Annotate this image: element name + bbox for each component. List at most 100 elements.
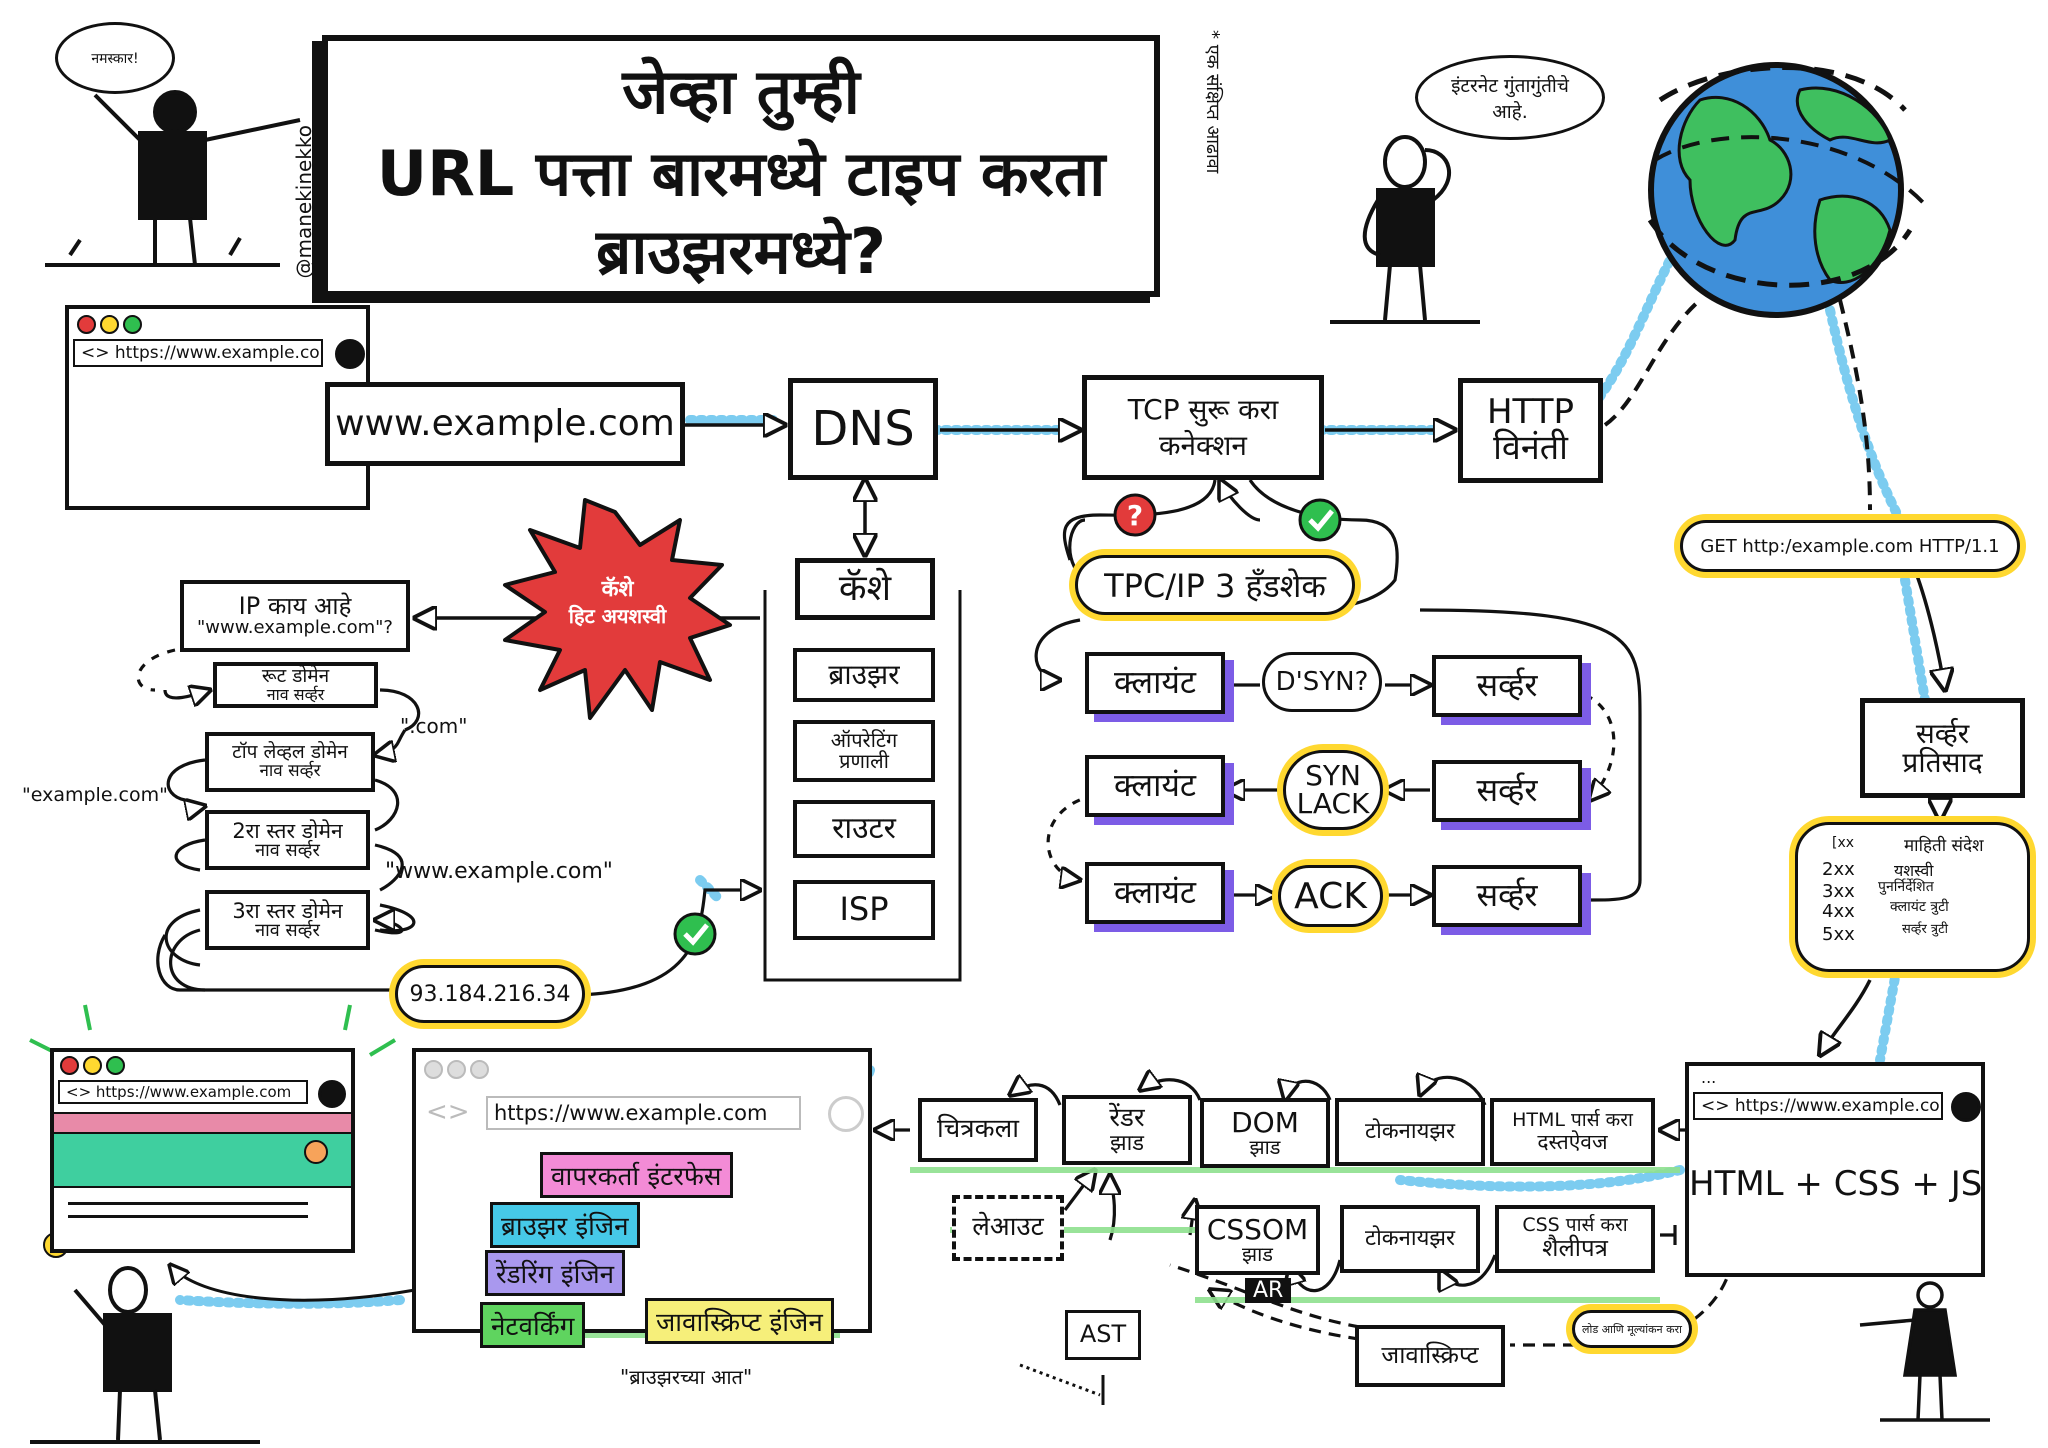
parse-css-box: CSS पार्स करा शैलीपत्र [1495,1205,1655,1273]
cache-miss-burst [503,498,732,720]
server-box-2: सर्व्हर [1432,760,1582,822]
cache-miss-text-1: कॅशे [601,577,634,602]
cssom-tree-box: CSSOM झाड [1195,1205,1320,1275]
http-request-box: HTTP विनंती [1458,378,1603,483]
rendered-text-lines [68,1202,308,1218]
ast-sign: AST [1065,1310,1141,1360]
ip-address-cloud: 93.184.216.34 [395,965,585,1023]
dns-label: DNS [811,400,915,457]
tcp-connection-box: TCP सुरू करा कनेक्शन [1082,375,1324,480]
cache-title: कॅशे [838,568,892,610]
title-line-1: जेव्हा तुम्ही [622,55,860,128]
ack-cloud: ACK [1278,865,1383,927]
load-eval-cloud: लोड आणि मूल्यांकन करा [1572,1310,1692,1348]
dns-box: DNS [788,378,938,480]
rendered-window-controls [60,1056,129,1079]
http-line-1: HTTP [1486,391,1574,432]
server-response-line-1: सर्व्हर [1915,716,1970,750]
http-line-2: विनंती [1493,427,1568,468]
synack-line-2: LACK [1296,787,1370,820]
author-handle: @manekinekko [292,125,316,279]
third-ns-line-1: 3रा स्तर डोमेन [232,898,343,923]
rendered-hero-image [54,1134,351,1188]
check-icon [673,912,717,956]
response-avatar-icon [1951,1092,1981,1122]
cache-item-router-label: राउटर [832,811,896,847]
render-line-1: रेंडर [1109,1102,1145,1133]
close-dot-icon [60,1056,79,1075]
stick-figure-thinking [1330,135,1480,324]
com-label: ".com" [400,714,468,738]
question-icon: ? [1113,493,1157,537]
ip-question-line-2: "www.example.com"? [197,617,393,639]
root-ns-box: रूट डोमेन नाव सर्व्हर [213,662,378,708]
cache-title-box: कॅशे [795,558,935,620]
tokenizer-label-2: टोकनायझर [1365,1226,1455,1252]
server-box-1: सर्व्हर [1432,655,1582,717]
rendered-address-bar[interactable]: <> https://www.example.com [58,1080,308,1104]
tcp-line-2: कनेक्शन [1159,428,1247,462]
paint-box: चित्रकला [918,1098,1038,1162]
second-ns-line-2: नाव सर्व्हर [255,839,320,861]
parse-html-line-2: दस्तऐवज [1537,1129,1608,1154]
client-box-3: क्लायंट [1085,862,1225,924]
status-meaning-2xx: यशस्वी [1894,861,1934,880]
rendering-engine-layer: रेंडरिंग इंजिन [485,1250,626,1296]
cache-item-isp: ISP [793,880,935,940]
layout-label: लेआउट [972,1212,1044,1243]
cache-item-browser-label: ब्राउझर [828,658,900,692]
parse-html-box: HTML पार्स करा दस्तऐवज [1490,1098,1655,1166]
typed-url-text: www.example.com [335,403,675,445]
cssom-line-1: CSSOM [1206,1212,1309,1246]
third-ns-line-2: नाव सर्व्हर [255,919,320,941]
layout-box: लेआउट [952,1195,1064,1261]
render-tree-box: रेंडर झाड [1062,1095,1192,1165]
second-level-ns-box: 2रा स्तर डोमेन नाव सर्व्हर [205,810,370,870]
svg-text:?: ? [1127,499,1143,532]
tcp-line-1: TCP सुरू करा [1127,393,1279,427]
third-level-ns-box: 3रा स्तर डोमेन नाव सर्व्हर [205,890,370,950]
close-dot-icon [424,1060,443,1079]
cache-item-router: राउटर [793,800,935,858]
syn-cloud: D'SYN? [1262,652,1382,712]
ui-layer: वापरकर्ता इंटरफेस [540,1152,733,1198]
get-request-text: GET http:/example.com HTTP/1.1 [1700,535,2000,557]
cache-item-isp-label: ISP [839,890,889,929]
status-code-4xx: 4xx [1822,901,1855,922]
synack-line-1: SYN [1305,759,1361,792]
client-label-3: क्लायंट [1113,873,1197,912]
tld-ns-line-1: टॉप लेव्हल डोमेन [232,741,348,764]
ip-address-text: 93.184.216.34 [409,981,571,1007]
render-line-2: झाड [1109,1131,1145,1157]
user-avatar-icon [335,339,365,369]
close-dot-icon [77,315,96,334]
sun-icon [304,1140,328,1164]
back-forward-icon[interactable]: <> [426,1097,470,1127]
status-meaning-4xx: क्लायंट त्रुटी [1890,899,1949,915]
handshake-title-cloud: TPC/IP 3 हँडशेक [1075,555,1355,615]
networking-layer: नेटवर्किंग [480,1302,586,1348]
status-meaning-3xx: पुनर्निर्देशित [1878,879,1934,895]
speech-bubble-internet: इंटरनेट गुंतागुंतीचे आहे. [1415,55,1605,140]
status-header-right: माहिती संदेश [1904,836,1984,856]
cache-miss-text-2: हिट अयशस्वी [568,604,667,628]
stick-figure-waving [45,90,301,267]
client-label-2: क्लायंट [1113,766,1197,805]
second-ns-line-1: 2रा स्तर डोमेन [232,818,343,843]
maximize-dot-icon [470,1060,489,1079]
title-line-2: URL पत्ता बारमध्ये टाइप करता [376,137,1106,210]
status-code-2xx: 2xx [1822,859,1855,880]
address-bar[interactable]: <> https://www.example.com [73,339,323,367]
window-controls [77,315,146,338]
minimize-dot-icon [100,315,119,334]
ast-signpost-icon [1019,1363,1105,1405]
paint-label: चित्रकला [937,1114,1019,1145]
tld-ns-box: टॉप लेव्हल डोमेन नाव सर्व्हर [205,732,375,792]
response-address-bar[interactable]: <> https://www.example.com [1693,1092,1943,1120]
inside-address-bar[interactable]: https://www.example.com [486,1096,801,1130]
title-card [322,35,1160,297]
response-content: HTML + CSS + JS [1689,1164,1983,1204]
maximize-dot-icon [123,315,142,334]
root-ns-line-2: नाव सर्व्हर [266,684,325,704]
